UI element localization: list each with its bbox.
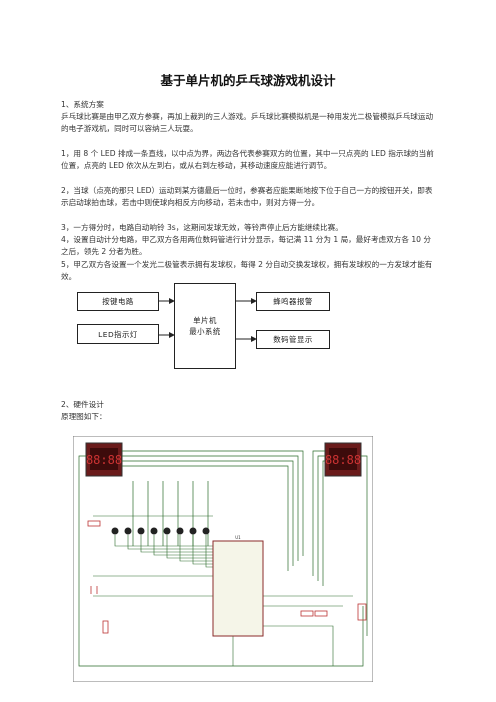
mcu-system-box: 单片机 最小系统 <box>174 283 236 369</box>
led-row <box>111 527 210 535</box>
paragraph-intro: 乒乓球比赛是由甲乙双方参赛，再加上裁判的三人游戏。乒乓球比赛模拟机是一种用发光二… <box>61 112 434 134</box>
schematic-caption: 原理图如下： <box>61 412 107 421</box>
seven-seg-display-left: 88:88 <box>85 442 123 477</box>
chip-label: U1 <box>235 535 241 540</box>
section-heading-2: 2、硬件设计 <box>61 400 104 409</box>
schematic-diagram: 88:88 88:88 <box>73 436 373 682</box>
display-left-digits: 88:88 <box>86 453 122 467</box>
right-components <box>300 603 367 621</box>
keypad-circuit-box: 按键电路 <box>77 292 159 311</box>
led-indicator-box: LED指示灯 <box>77 324 159 344</box>
paragraph-req-1: 1，用 8 个 LED 排成一条直线，以中点为界，两边各代表参赛双方的位置，其中… <box>61 149 434 171</box>
page-title: 基于单片机的乒乓球游戏机设计 <box>160 73 336 88</box>
display-right-digits: 88:88 <box>325 453 361 467</box>
seven-seg-display-right: 88:88 <box>324 442 362 477</box>
section-heading-1: 1、系统方案 <box>61 100 104 109</box>
mcu-label-line1: 单片机 <box>193 316 217 325</box>
paragraph-req-4: 4，设置自动计分电路，甲乙双方各用两位数码管进行计分显示，每记满 11 分为 1… <box>61 235 431 257</box>
paragraph-req-5: 5，甲乙双方各设置一个发光二极管表示拥有发球权，每得 2 分自动交换发球权，拥有… <box>61 260 433 282</box>
buzzer-alarm-box: 蜂鸣器报警 <box>256 292 330 311</box>
seven-seg-display-box: 数码管显示 <box>256 330 330 349</box>
left-components <box>87 520 109 634</box>
mcu-label-line2: 最小系统 <box>189 327 221 336</box>
paragraph-req-2: 2，当球（点亮的那只 LED）运动到某方德最后一位时，参赛者应能果断地按下位于自… <box>61 186 433 208</box>
mcu-chip: U1 <box>212 535 264 637</box>
paragraph-req-3: 3，一方得分时，电路自动响铃 3s，这期间发球无效，等铃声停止后方能继续比赛。 <box>61 223 343 232</box>
